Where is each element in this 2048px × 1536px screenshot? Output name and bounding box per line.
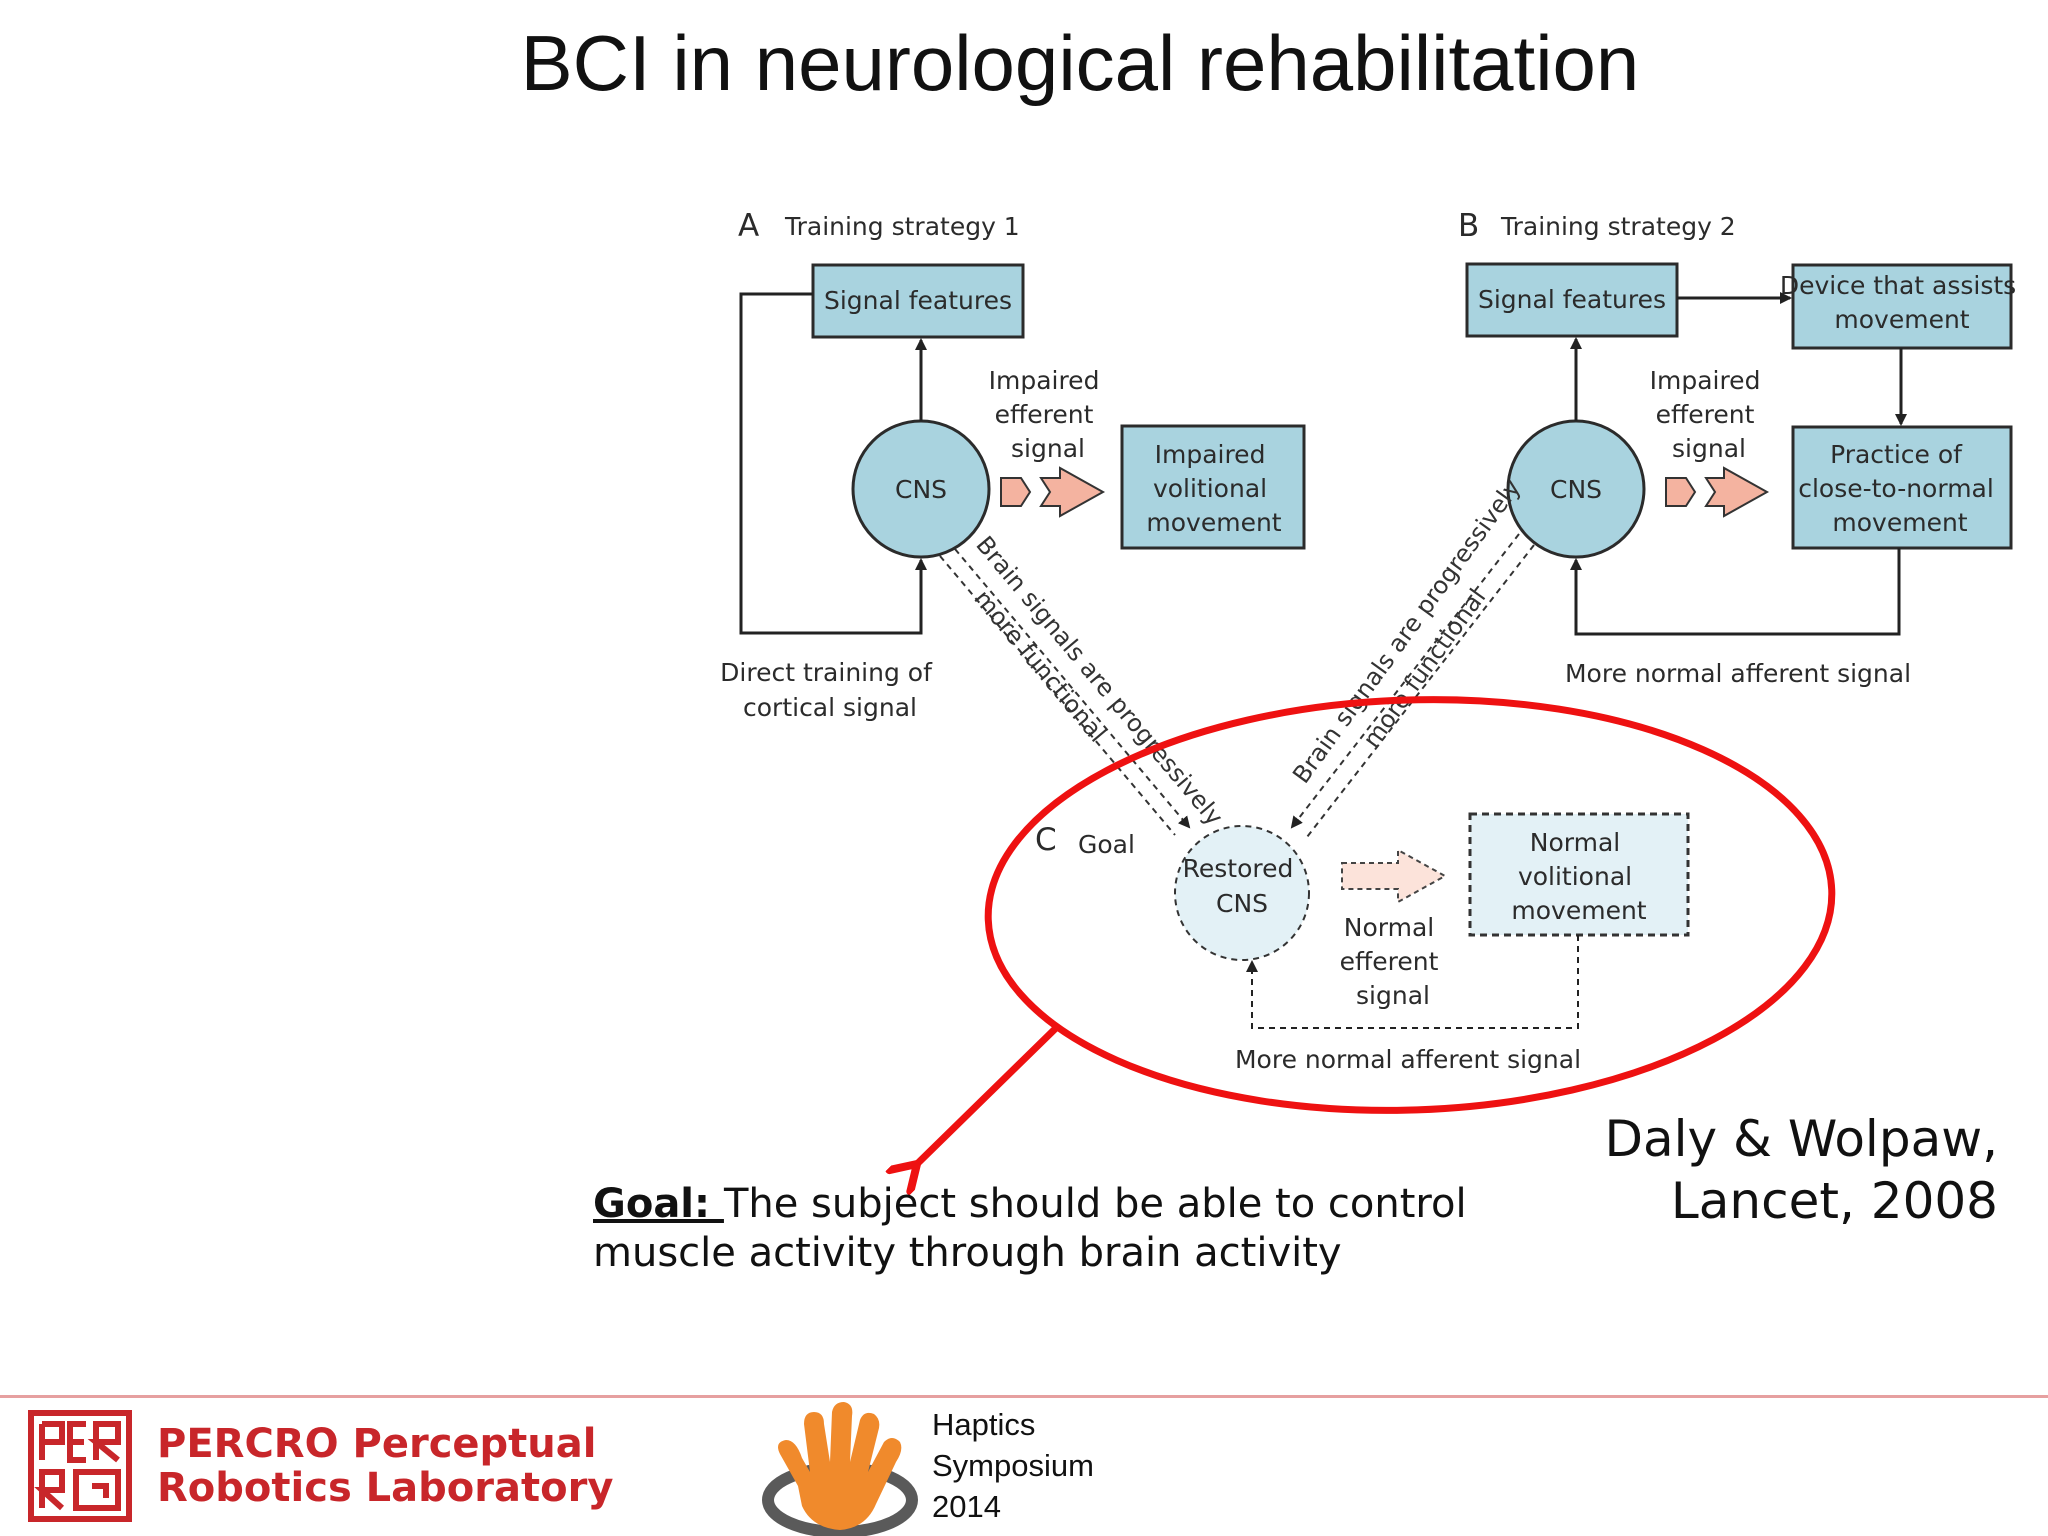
diag-left-label: Brain signals are progressively more fun… <box>943 531 1234 860</box>
citation-line-1: Daly & Wolpaw, <box>1604 1110 1998 1168</box>
c-restored-cns-label: Restored CNS <box>1183 854 1302 918</box>
c-normal-movement-box: Normal volitional movement <box>1468 812 1690 937</box>
goal-pointer-arrow <box>917 1024 1060 1164</box>
goal-highlight-ellipse <box>984 696 1836 1114</box>
b-device-label: Device that assists movement <box>1780 271 2024 334</box>
c-normal-efferent-label: Normal efferent signal <box>1340 913 1447 1010</box>
b-impaired-efferent-arrow <box>1665 466 1770 518</box>
a-impaired-movement-box: Impaired volitional movement <box>1120 424 1306 550</box>
c-restored-cns-node: Restored CNS <box>1174 825 1310 961</box>
section-a-heading: Training strategy 1 <box>784 212 1020 241</box>
haptics-symposium-label: Haptics Symposium 2014 <box>932 1404 1094 1527</box>
a-signal-features-label: Signal features <box>824 286 1012 315</box>
b-signal-features-label: Signal features <box>1478 285 1666 314</box>
citation-line-2: Lancet, 2008 <box>1670 1172 1998 1230</box>
b-cns-node: CNS <box>1506 419 1646 559</box>
slide-title: BCI in neurological rehabilitation <box>520 19 1640 107</box>
a-cns-node: CNS <box>851 419 991 559</box>
percro-line-1: PERCRO Perceptual <box>157 1421 597 1467</box>
section-a-letter: A <box>738 208 759 244</box>
goal-description: The subject should be able to control mu… <box>593 1181 1467 1276</box>
b-practice-label: Practice of close-to-normal movement <box>1798 440 2002 537</box>
haptics-line-1: Haptics <box>932 1407 1036 1442</box>
a-impaired-movement-label: Impaired volitional movement <box>1146 440 1281 537</box>
haptics-hand-logo <box>762 1402 918 1536</box>
a-impaired-efferent-arrow <box>1000 466 1106 518</box>
b-afferent-label: More normal afferent signal <box>1565 659 1911 688</box>
section-c-heading: Goal <box>1078 830 1135 859</box>
section-b-letter: B <box>1458 208 1479 244</box>
section-c-letter: C <box>1035 822 1057 858</box>
a-signal-features-box: Signal features <box>811 263 1025 339</box>
b-cns-label: CNS <box>1550 475 1602 504</box>
section-b-heading: Training strategy 2 <box>1500 212 1736 241</box>
b-practice-box: Practice of close-to-normal movement <box>1791 425 2013 550</box>
footer-divider <box>0 1395 2048 1398</box>
diag-left-dashed-1 <box>954 548 1191 829</box>
c-normal-efferent-arrow <box>1341 848 1448 904</box>
a-direct-training-label: Direct training of cortical signal <box>720 658 940 722</box>
b-afferent-loop <box>1570 548 1901 636</box>
a-cns-label: CNS <box>895 475 947 504</box>
citation: Daly & Wolpaw, Lancet, 2008 <box>1478 1108 1998 1232</box>
diag-left-dashed-2 <box>939 555 1176 836</box>
haptics-line-2: Symposium <box>932 1448 1094 1483</box>
a-impaired-efferent-label: Impaired efferent signal <box>989 366 1108 463</box>
diag-right-dashed-2 <box>1306 544 1535 838</box>
c-afferent-label: More normal afferent signal <box>1235 1045 1581 1074</box>
goal-label: Goal: <box>593 1181 724 1227</box>
b-device-box: Device that assists movement <box>1780 263 2024 350</box>
diag-right-dashed-1 <box>1290 533 1520 829</box>
b-impaired-efferent-label: Impaired efferent signal <box>1650 366 1769 463</box>
a-feedback-loop <box>739 292 927 635</box>
percro-lab-name: PERCRO Perceptual Robotics Laboratory <box>157 1422 613 1510</box>
c-afferent-loop <box>1246 935 1579 1029</box>
goal-statement: Goal: The subject should be able to cont… <box>593 1180 1493 1278</box>
haptics-line-3: 2014 <box>932 1489 1001 1524</box>
percro-line-2: Robotics Laboratory <box>157 1465 614 1511</box>
percro-logo <box>28 1410 132 1522</box>
c-normal-movement-label: Normal volitional movement <box>1511 828 1646 925</box>
b-signal-features-box: Signal features <box>1465 262 1679 338</box>
